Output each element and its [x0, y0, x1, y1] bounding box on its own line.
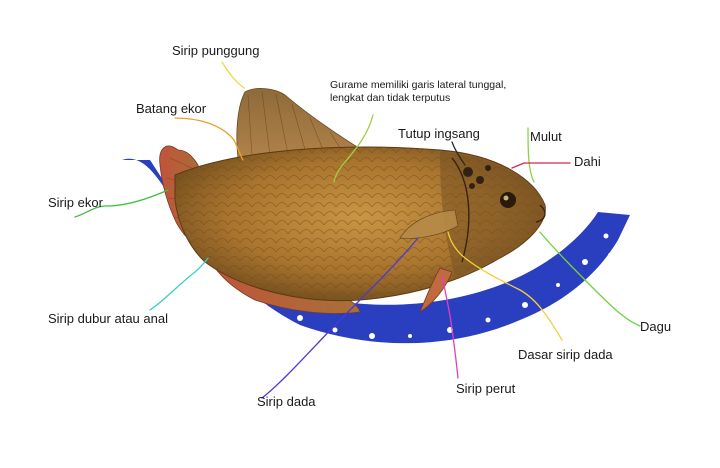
label-sirip-dubur: Sirip dubur atau anal: [48, 311, 168, 326]
label-mulut: Mulut: [530, 129, 562, 144]
pectoral-fin: [399, 209, 459, 239]
label-garis-lateral-note: Gurame memiliki garis lateral tunggal, l…: [330, 79, 507, 105]
leader-dahi: [511, 162, 571, 169]
label-sirip-punggung: Sirip punggung: [172, 43, 260, 58]
leader-tutup-insang: [451, 141, 466, 166]
label-dasar-sirip-dada: Dasar sirip dada: [518, 347, 613, 362]
gill-cover: [451, 157, 470, 263]
leader-lines: [74, 61, 641, 399]
label-tutup-insang: Tutup ingsang: [398, 126, 480, 141]
label-sirip-ekor: Sirip ekor: [48, 195, 103, 210]
label-dahi: Dahi: [574, 154, 601, 169]
blue-base: [122, 158, 630, 344]
leader-sirip-dada: [261, 237, 419, 399]
leader-dagu: [539, 231, 641, 327]
leader-batang-ekor: [174, 117, 244, 161]
leader-sirip-punggung: [221, 61, 245, 89]
leader-garis-lateral: [333, 114, 374, 183]
leader-mulut: [527, 127, 535, 183]
eye: [500, 192, 516, 208]
leader-dasar-sirip-dada: [447, 231, 563, 341]
mouth: [535, 204, 546, 223]
leader-sirip-perut: [441, 275, 459, 379]
label-sirip-dada: Sirip dada: [257, 394, 316, 409]
pelvic-fin: [419, 267, 453, 314]
gill-spots: [463, 165, 491, 189]
leader-sirip-dubur: [149, 257, 209, 311]
label-sirip-perut: Sirip perut: [456, 381, 516, 396]
leader-sirip-ekor: [74, 189, 169, 218]
dorsal-rays: [247, 91, 343, 157]
label-dagu: Dagu: [640, 319, 672, 334]
label-batang-ekor: Batang ekor: [136, 101, 207, 116]
